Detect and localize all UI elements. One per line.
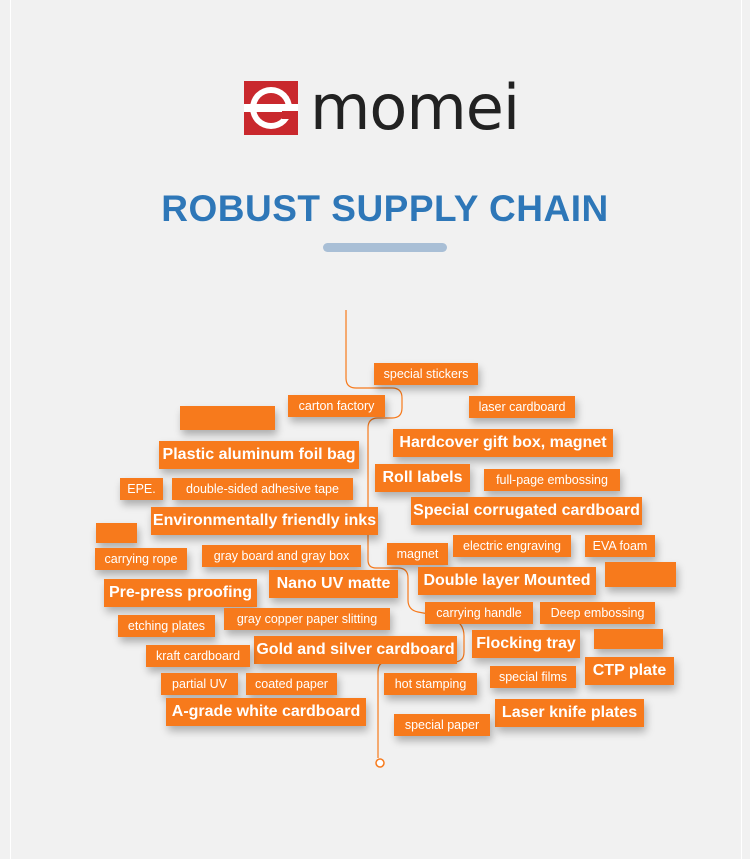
- tag-gray-copper-paper-slitting: gray copper paper slitting: [224, 608, 390, 630]
- tag-gray-board: gray board and gray box: [202, 545, 361, 567]
- tag-laser-cardboard: laser cardboard: [469, 396, 575, 418]
- tag-a-grade-white-cardboard: A-grade white cardboard: [166, 698, 366, 726]
- tag-blank: [594, 629, 663, 649]
- tag-environmentally-friendly-inks: Environmentally friendly inks: [151, 507, 378, 535]
- title-accent-bar: [323, 243, 447, 252]
- tag-roll-labels: Roll labels: [375, 464, 470, 492]
- tag-special-films: special films: [490, 666, 576, 688]
- tag-special-stickers: special stickers: [374, 363, 478, 385]
- tag-pre-press-proofing: Pre-press proofing: [104, 579, 257, 607]
- tag-blank: [180, 406, 275, 430]
- tag-double-layer-mounted: Double layer Mounted: [418, 567, 596, 595]
- tag-carrying-rope: carrying rope: [95, 548, 187, 570]
- tag-carton-factory: carton factory: [288, 395, 385, 417]
- momei-logo-icon: [244, 81, 298, 135]
- tag-plastic-aluminum-foil-bag: Plastic aluminum foil bag: [159, 441, 359, 469]
- tag-partial-uv: partial UV: [161, 673, 238, 695]
- tag-double-sided-tape: double-sided adhesive tape: [172, 478, 353, 500]
- tag-magnet: magnet: [387, 543, 448, 565]
- brand-name: momei: [310, 71, 520, 144]
- tag-nano-uv-matte: Nano UV matte: [269, 570, 398, 598]
- tag-kraft-cardboard: kraft cardboard: [146, 645, 250, 667]
- page-title: ROBUST SUPPLY CHAIN: [161, 188, 609, 229]
- tag-flocking-tray: Flocking tray: [472, 630, 580, 658]
- tag-hardcover-gift-box: Hardcover gift box, magnet: [393, 429, 613, 457]
- tag-full-page-embossing: full-page embossing: [484, 469, 620, 491]
- tag-blank: [96, 523, 137, 543]
- tag-ctp-plate: CTP plate: [585, 657, 674, 685]
- brand-logo: momei: [244, 71, 520, 144]
- tag-laser-knife-plates: Laser knife plates: [495, 699, 644, 727]
- tag-electric-engraving: electric engraving: [453, 535, 571, 557]
- tag-hot-stamping: hot stamping: [384, 673, 477, 695]
- tag-special-corrugated-cardboard: Special corrugated cardboard: [411, 497, 642, 525]
- tag-coated-paper: coated paper: [246, 673, 337, 695]
- tag-special-paper: special paper: [394, 714, 490, 736]
- tag-etching-plates: etching plates: [118, 615, 215, 637]
- tag-eva-foam: EVA foam: [585, 535, 655, 557]
- tag-epe: EPE.: [120, 478, 163, 500]
- tag-carrying-handle: carrying handle: [425, 602, 533, 624]
- tag-gold-silver-cardboard: Gold and silver cardboard: [254, 636, 457, 664]
- tag-blank: [605, 562, 676, 587]
- tag-deep-embossing: Deep embossing: [540, 602, 655, 624]
